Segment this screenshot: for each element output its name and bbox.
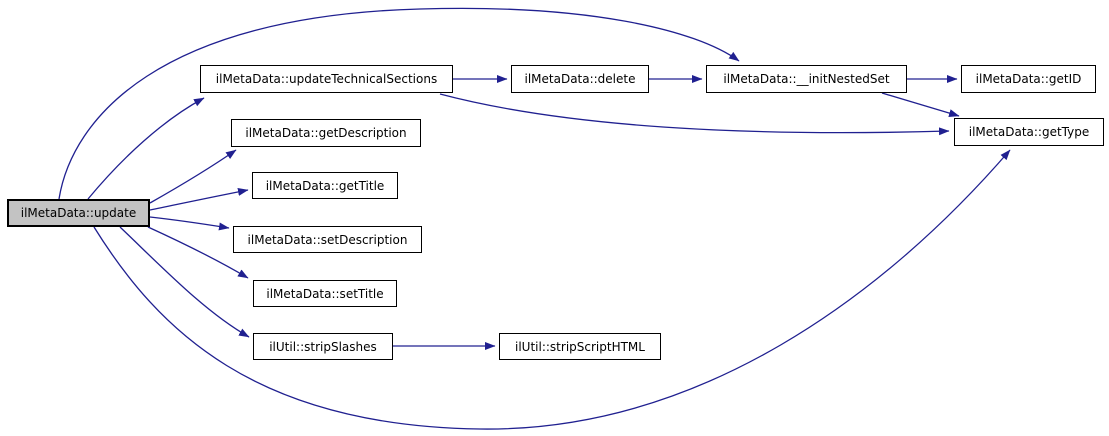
node-ilutil-stripscripthtml[interactable]: ilUtil::stripScriptHTML <box>499 333 661 360</box>
node-ilmetadata-getdescription[interactable]: ilMetaData::getDescription <box>231 119 421 147</box>
edge-updatetechnicalsections-to-gettype <box>439 93 950 136</box>
node-ilmetadata-update: ilMetaData::update <box>7 199 150 227</box>
node-ilmetadata-setdescription[interactable]: ilMetaData::setDescription <box>233 226 422 253</box>
edge-update-to-gettype <box>93 149 1011 430</box>
edge-update-to-setdescription <box>149 216 230 231</box>
node-ilmetadata-delete[interactable]: ilMetaData::delete <box>511 65 649 93</box>
edge-update-to-initnestedset <box>58 7 740 200</box>
node-ilmetadata-initnestedset[interactable]: ilMetaData::__initNestedSet <box>706 65 907 93</box>
node-ilmetadata-settitle[interactable]: ilMetaData::setTitle <box>253 280 397 307</box>
edge-initnestedset-to-gettype <box>881 92 960 117</box>
edge-update-to-stripslashes <box>119 226 250 338</box>
node-ilmetadata-updatetechnicalsections[interactable]: ilMetaData::updateTechnicalSections <box>200 65 453 93</box>
edge-update-to-settitle <box>147 226 249 279</box>
node-ilmetadata-gettype[interactable]: ilMetaData::getType <box>954 118 1104 146</box>
node-ilmetadata-gettitle[interactable]: ilMetaData::getTitle <box>252 172 398 199</box>
edge-update-to-getdescription <box>149 149 237 204</box>
node-ilmetadata-getid[interactable]: ilMetaData::getID <box>961 65 1096 93</box>
edge-update-to-updatetechnicalsections <box>87 97 205 200</box>
node-ilutil-stripslashes[interactable]: ilUtil::stripSlashes <box>253 333 393 360</box>
edge-update-to-gettitle <box>149 187 249 211</box>
